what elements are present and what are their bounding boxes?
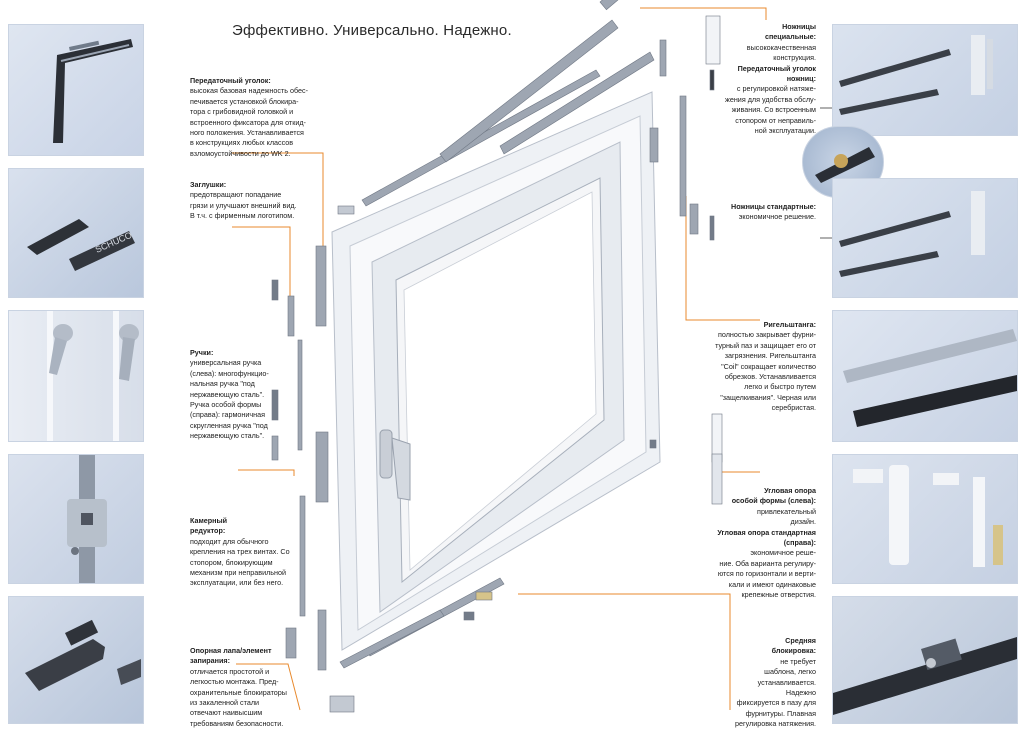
callout-corner-drive-heading: Передаточный уголок: [190, 76, 271, 85]
callout-handles-body: универсальная ручка (слева): многофункци… [190, 358, 269, 441]
striker-illustration [25, 619, 141, 691]
callout-stay-corner-body: с регулировкой натяже- жения для удобств… [725, 84, 816, 136]
callout-middle-lock-body: не требует шаблона, легко устанавливаетс… [734, 656, 816, 729]
photo-striker [8, 596, 144, 724]
callout-corner-hinge: Угловая опора особой формы (слева): прив… [700, 486, 816, 600]
window-frame [331, 91, 661, 651]
callout-handles: Ручки: универсальная ручка (слева): мног… [190, 348, 320, 442]
callout-middle-lock: Средняя блокировка: не требует шаблона, … [700, 636, 816, 730]
stay-corner-detail-illustration [815, 147, 875, 183]
handles-illustration [47, 311, 139, 441]
callout-striker-body: отличается простотой и легкостью монтажа… [190, 666, 287, 728]
callout-striker-heading: Опорная лапа/элемент запирания: [190, 646, 272, 666]
photo-caps: SCHÜCO [8, 168, 144, 298]
callout-special-stay: Ножницы специальные: высококачественная … [690, 22, 816, 136]
callout-locking-rod: Ригельштанга: полностью закрывает фурни-… [682, 320, 816, 414]
callout-corner-hinge-heading-special: Угловая опора особой формы (слева): [731, 486, 816, 506]
corner-drive-illustration [53, 39, 133, 143]
callout-cam-gear: Камерный редуктор: подходит для обычного… [190, 516, 330, 589]
standard-stay-illustration [839, 191, 985, 277]
locking-rod-illustration [843, 329, 1017, 427]
hardware-parts [271, 0, 723, 713]
callout-stay-corner-heading: Передаточный уголок ножниц: [737, 63, 816, 84]
special-stay-illustration [839, 35, 993, 115]
callout-corner-hinge-body-special: привлекательный дизайн. [757, 506, 816, 527]
callout-caps: Заглушки: предотвращают попадание грязи … [190, 180, 330, 222]
page-title: Эффективно. Универсально. Надежно. [232, 22, 512, 39]
callout-caps-body: предотвращают попадание грязи и улучшают… [190, 190, 297, 221]
corner-hinge-illustration [853, 465, 1003, 567]
callout-standard-stay: Ножницы стандартные: экономичное решение… [690, 202, 816, 223]
callout-corner-hinge-body-standard: экономичное реше- ние. Оба варианта регу… [717, 548, 816, 600]
callout-corner-hinge-heading-standard: Угловая опора стандартная (справа): [717, 527, 816, 548]
callout-middle-lock-heading: Средняя блокировка: [771, 636, 816, 656]
photo-special-stay [832, 24, 1018, 136]
callout-locking-rod-body: полностью закрывает фурни- турный паз и … [715, 330, 816, 413]
photo-standard-stay [832, 178, 1018, 298]
photo-middle-lock [832, 596, 1018, 724]
callout-standard-stay-body: экономичное решение. [738, 212, 816, 222]
caps-illustration: SCHÜCO [27, 219, 135, 271]
callout-corner-drive-body: высокая базовая надежность обес- печивае… [190, 86, 309, 158]
photo-handles [8, 310, 144, 442]
middle-lock-illustration [833, 637, 1017, 715]
window-handle-drawing [379, 429, 393, 479]
callout-striker: Опорная лапа/элемент запирания: отличает… [190, 646, 330, 729]
callout-special-stay-heading: Ножницы специальные: [764, 22, 816, 42]
callout-handles-heading: Ручки: [190, 348, 214, 357]
callout-special-stay-body: высококачественная конструкция. [746, 42, 816, 63]
cam-gear-illustration [67, 455, 107, 583]
callout-cam-gear-body: подходит для обычного крепления на трех … [190, 536, 290, 588]
photo-corner-drive [8, 24, 144, 156]
callout-standard-stay-heading: Ножницы стандартные: [731, 202, 816, 211]
photo-cam-gear [8, 454, 144, 584]
callout-cam-gear-heading: Камерный редуктор: [190, 516, 228, 536]
photo-locking-rod [832, 310, 1018, 442]
callout-corner-drive: Передаточный уголок: высокая базовая над… [190, 76, 330, 159]
callout-locking-rod-heading: Ригельштанга: [763, 320, 816, 329]
photo-corner-hinge [832, 454, 1018, 584]
callout-caps-heading: Заглушки: [190, 180, 227, 189]
